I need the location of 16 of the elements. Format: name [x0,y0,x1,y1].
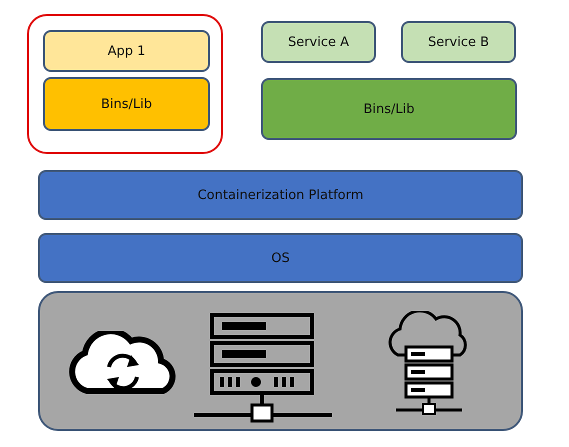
app-box [43,30,210,72]
layer-label: OS [271,250,290,266]
layer-label: Bins/Lib [100,96,152,112]
platform-layer [38,170,523,220]
layer-label: Containerization Platform [198,188,364,202]
service-box [401,21,516,63]
hardware-layer [38,291,523,431]
layer-label: Service A [288,34,350,50]
layer-label: App 1 [108,44,146,58]
container-outline [27,14,223,154]
service-box [261,21,376,63]
layer-label: Bins/Lib [363,102,415,116]
library-box [261,78,517,140]
library-box [43,77,210,131]
os-layer [38,233,523,283]
layer-label: Service B [428,34,490,50]
